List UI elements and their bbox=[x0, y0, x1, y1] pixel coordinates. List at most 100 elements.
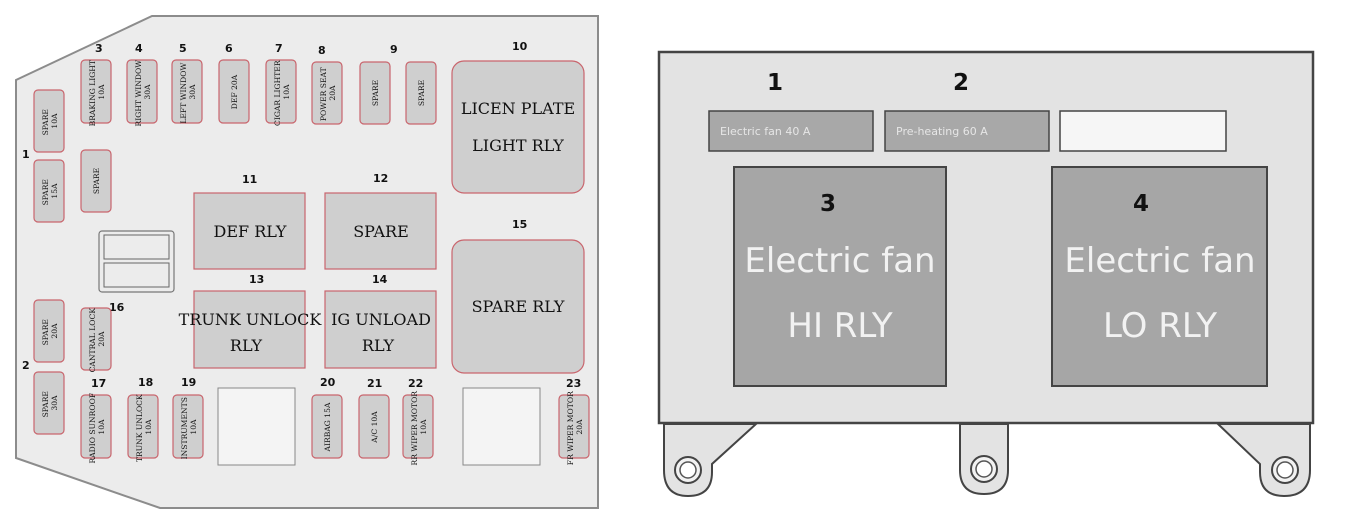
position-number: 22 bbox=[408, 377, 423, 390]
relay-label-line: Electric fan bbox=[744, 241, 935, 281]
fuse-label-line: SPARE bbox=[92, 168, 101, 194]
fuse-label-line: AIRBAG 15A bbox=[323, 402, 332, 452]
position-number: 7 bbox=[275, 42, 283, 55]
fuse-label-line: 10A bbox=[419, 419, 428, 435]
fuse-label: Electric fan 40 A bbox=[720, 125, 811, 138]
position-number: 14 bbox=[372, 273, 388, 286]
fuse-label-line: 20A bbox=[328, 85, 337, 101]
empty-slot bbox=[217, 387, 296, 466]
relay-spare-12: SPARE bbox=[324, 192, 437, 270]
fuse-label-line: 30A bbox=[143, 84, 152, 100]
relay-label-line: LO RLY bbox=[1103, 306, 1217, 346]
fuse-label-line: SPARE bbox=[41, 179, 50, 205]
svg-text:SPARE 30A: SPARE 30A bbox=[41, 389, 59, 418]
svg-text:SPARE 20A: SPARE 20A bbox=[41, 317, 59, 346]
svg-text:SPARE: SPARE bbox=[92, 168, 101, 194]
relay-ig-unload: IG UNLOAD RLY bbox=[324, 290, 437, 369]
fuse-spare-30a: SPARE 30A bbox=[33, 371, 65, 435]
fuse-label-line: A/C 10A bbox=[370, 411, 379, 444]
svg-text:CANTRAL LOCK 20A: CANTRAL LOCK 20A bbox=[88, 306, 106, 373]
position-number: 15 bbox=[512, 218, 527, 231]
fuse-label-line: 10A bbox=[189, 419, 198, 435]
relay-licen-plate-light: LICEN PLATE LIGHT RLY bbox=[451, 60, 585, 194]
fuse-def-20a: DEF 20A bbox=[218, 59, 250, 124]
svg-text:SPARE: SPARE bbox=[417, 80, 426, 106]
fuse-label-line: 20A bbox=[97, 331, 106, 347]
svg-text:A/C 10A: A/C 10A bbox=[370, 411, 379, 444]
fuse-label: Pre-heating 60 A bbox=[896, 125, 988, 138]
relay-label-line: TRUNK UNLOCK bbox=[179, 310, 323, 329]
connector-socket bbox=[98, 230, 175, 293]
fuse-power-seat: POWER SEAT 20A bbox=[311, 61, 343, 125]
fuse-label-line: 10A bbox=[50, 113, 59, 129]
svg-text:SPARE 10A: SPARE 10A bbox=[41, 107, 59, 136]
position-number: 17 bbox=[91, 377, 106, 390]
position-number: 21 bbox=[367, 377, 382, 390]
empty-fuse-slot bbox=[1059, 110, 1227, 152]
relay-spare-rly: SPARE RLY bbox=[451, 239, 585, 374]
fuse-left-window: LEFT WINDOW 30A bbox=[171, 59, 203, 124]
fuse-label-line: TRUNK UNLOCK bbox=[135, 394, 144, 462]
fuse-spare-9a: SPARE bbox=[359, 61, 391, 125]
fuse-label-line: RADIO SUNROOF bbox=[88, 393, 97, 464]
position-number: 2 bbox=[953, 70, 969, 96]
fuse-electric-fan-40a: Electric fan 40 A bbox=[708, 110, 874, 152]
svg-text:SPARE: SPARE bbox=[371, 80, 380, 106]
fuse-label-line: 20A bbox=[575, 419, 584, 435]
svg-text:RIGHT WINDOW 30A: RIGHT WINDOW 30A bbox=[134, 58, 152, 127]
fuse-label-line: 30A bbox=[50, 395, 59, 411]
position-number: 5 bbox=[179, 42, 187, 55]
fuse-label-line: SPARE bbox=[41, 391, 50, 417]
svg-text:RR WIPER MOTOR 10A: RR WIPER MOTOR 10A bbox=[410, 389, 428, 466]
fuse-ac: A/C 10A bbox=[358, 394, 390, 459]
fuse-spare-9b: SPARE bbox=[405, 61, 437, 125]
position-number: 4 bbox=[135, 42, 143, 55]
relay-label-line: LIGHT RLY bbox=[472, 136, 564, 155]
svg-text:SPARE 15A: SPARE 15A bbox=[41, 177, 59, 206]
fuse-trunk-unlock: TRUNK UNLOCK 10A bbox=[127, 392, 159, 462]
position-number: 9 bbox=[390, 43, 398, 56]
fuse-label-line: CIGAR LIGHTER bbox=[273, 60, 282, 126]
fuse-spare-1c: SPARE bbox=[80, 149, 112, 213]
fuse-label-line: CANTRAL LOCK bbox=[88, 308, 97, 373]
relay-label-line: SPARE bbox=[353, 222, 409, 241]
position-number: 19 bbox=[181, 376, 196, 389]
position-number: 13 bbox=[249, 273, 264, 286]
fuse-spare-10a: SPARE 10A bbox=[33, 89, 65, 153]
relay-label-line: Electric fan bbox=[1064, 241, 1255, 281]
svg-text:RADIO SUNROOF 10A: RADIO SUNROOF 10A bbox=[88, 390, 106, 463]
svg-text:TRUNK UNLOCK 10A: TRUNK UNLOCK 10A bbox=[135, 392, 153, 462]
relay-electric-fan-hi: 3 Electric fan HI RLY bbox=[733, 166, 947, 387]
fuse-label-line: 10A bbox=[282, 84, 291, 100]
fuse-label-line: FR WIPER MOTOR bbox=[566, 391, 575, 465]
fuse-label-line: 10A bbox=[97, 84, 106, 100]
position-number: 8 bbox=[318, 44, 326, 57]
fuse-label-line: 15A bbox=[50, 183, 59, 199]
position-number: 1 bbox=[22, 148, 30, 161]
fuse-label-line: 10A bbox=[144, 419, 153, 435]
relay-label-line: SPARE RLY bbox=[472, 297, 565, 316]
fuse-airbag: AIRBAG 15A bbox=[311, 394, 343, 459]
fuse-label-line: DEF 20A bbox=[230, 74, 239, 109]
position-number: 3 bbox=[95, 42, 103, 55]
fuse-label-line: 10A bbox=[97, 419, 106, 435]
position-number: 3 bbox=[820, 191, 836, 217]
fuse-label-line: SPARE bbox=[41, 109, 50, 135]
position-number: 12 bbox=[373, 172, 388, 185]
fuse-spare-15a: SPARE 15A bbox=[33, 159, 65, 223]
svg-text:AIRBAG 15A: AIRBAG 15A bbox=[323, 402, 332, 452]
relay-def: DEF RLY bbox=[193, 192, 306, 270]
fuse-label-line: POWER SEAT bbox=[319, 67, 328, 121]
fuse-label-line: SPARE bbox=[417, 80, 426, 106]
position-number: 16 bbox=[109, 301, 125, 314]
fuse-label-line: BRAKING LIGHT bbox=[88, 60, 97, 126]
svg-text:FR WIPER MOTOR 20A: FR WIPER MOTOR 20A bbox=[566, 389, 584, 465]
fuse-label-line: SPARE bbox=[41, 319, 50, 345]
svg-text:INSTRUMENTS 10A: INSTRUMENTS 10A bbox=[180, 395, 198, 460]
position-number: 10 bbox=[512, 40, 528, 53]
position-number: 4 bbox=[1133, 191, 1149, 217]
fuse-radio-sunroof: RADIO SUNROOF 10A bbox=[80, 390, 112, 464]
fuse-label-line: SPARE bbox=[371, 80, 380, 106]
position-number: 6 bbox=[225, 42, 233, 55]
